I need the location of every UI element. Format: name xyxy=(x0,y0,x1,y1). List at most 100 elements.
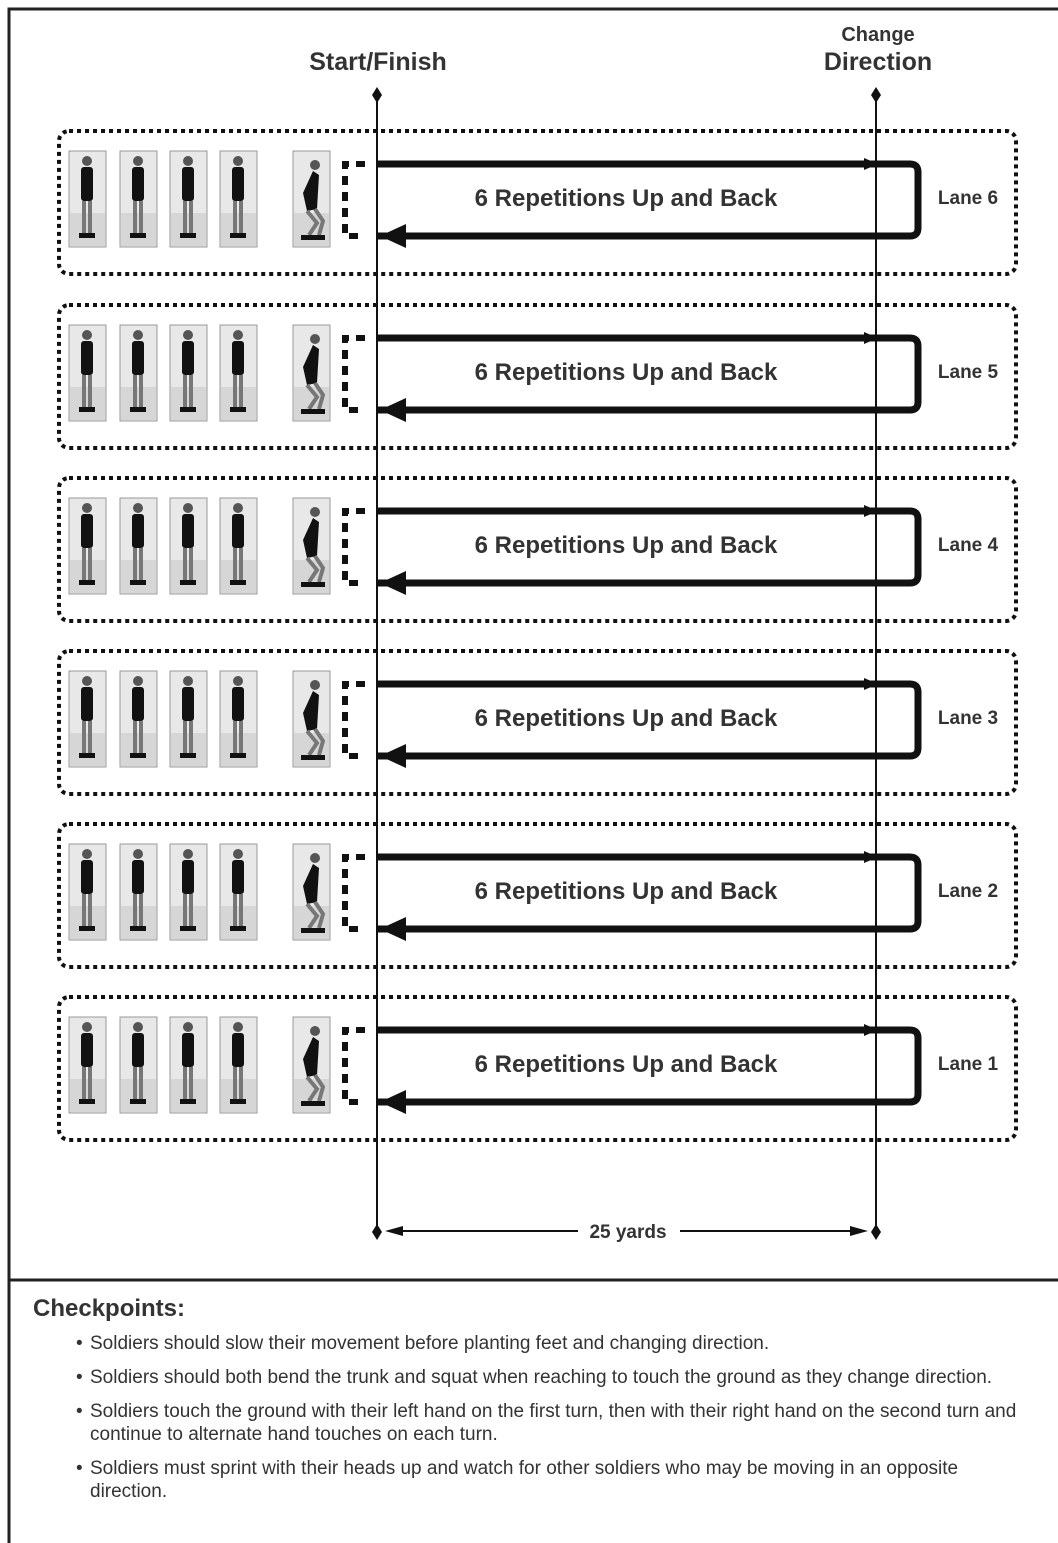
bullet-icon: • xyxy=(76,1333,83,1354)
lane-border xyxy=(57,303,1018,450)
bullet-icon: • xyxy=(76,1367,83,1388)
shoes xyxy=(130,1099,146,1104)
soldier-crouching-icon xyxy=(292,670,331,768)
leg xyxy=(133,548,137,580)
leg xyxy=(305,1075,320,1103)
head xyxy=(82,849,92,859)
head xyxy=(133,156,143,166)
soldier-standing-icon xyxy=(119,843,158,941)
direction-label: Direction xyxy=(823,48,933,76)
torso xyxy=(232,167,244,201)
leg xyxy=(233,1067,237,1099)
torso xyxy=(132,514,144,548)
checkpoint-text: Soldiers must sprint with their heads up… xyxy=(90,1458,959,1502)
leg xyxy=(183,894,187,926)
head xyxy=(310,1026,320,1036)
leg xyxy=(239,1067,243,1099)
lane-border xyxy=(57,822,1018,969)
head xyxy=(183,156,193,166)
shoes xyxy=(130,233,146,238)
line-end-diamond-icon xyxy=(871,87,881,103)
head xyxy=(233,849,243,859)
leg xyxy=(239,375,243,407)
leg xyxy=(183,721,187,753)
shoes xyxy=(79,407,95,412)
leg xyxy=(233,375,237,407)
checkpoint-item: •Soldiers should both bend the trunk and… xyxy=(76,1366,1026,1389)
shoes xyxy=(79,753,95,758)
leg xyxy=(313,554,326,583)
leg xyxy=(233,201,237,233)
leg xyxy=(82,1067,86,1099)
shoes xyxy=(180,926,196,931)
bullet-icon: • xyxy=(76,1458,83,1479)
torso xyxy=(182,1033,194,1067)
leg xyxy=(233,548,237,580)
line-end-diamond-icon xyxy=(372,87,382,103)
u-turn-path xyxy=(377,853,922,933)
checkpoint-item: •Soldiers should slow their movement bef… xyxy=(76,1332,1026,1355)
leg xyxy=(183,201,187,233)
soldier-crouching-icon xyxy=(292,497,331,595)
torso xyxy=(182,860,194,894)
head xyxy=(82,156,92,166)
torso xyxy=(182,341,194,375)
soldier-standing-icon xyxy=(119,497,158,595)
photo-floor xyxy=(221,560,256,593)
photo-floor xyxy=(171,213,206,246)
lane-instruction: 6 Repetitions Up and Back xyxy=(475,705,778,732)
start-dashed-bracket xyxy=(342,854,365,932)
leg xyxy=(305,383,320,411)
torso xyxy=(303,345,319,385)
photo-floor xyxy=(121,1079,156,1112)
soldier-standing-icon xyxy=(68,843,107,941)
photo-floor xyxy=(171,1079,206,1112)
shoes xyxy=(230,407,246,412)
torso xyxy=(182,687,194,721)
soldier-standing-icon xyxy=(68,324,107,422)
torso xyxy=(303,518,319,558)
shoes xyxy=(230,926,246,931)
soldier-standing-icon xyxy=(119,670,158,768)
leg xyxy=(133,201,137,233)
leg xyxy=(305,729,320,757)
u-turn-path xyxy=(377,1026,922,1106)
return-arrowhead xyxy=(380,744,406,768)
torso xyxy=(132,860,144,894)
soldier-standing-icon xyxy=(119,150,158,248)
torso xyxy=(182,167,194,201)
lane-instruction: 6 Repetitions Up and Back xyxy=(475,1051,778,1078)
soldier-standing-icon xyxy=(169,1016,208,1114)
torso xyxy=(132,341,144,375)
start-dashed-bracket xyxy=(342,335,365,413)
leg xyxy=(82,548,86,580)
head xyxy=(133,330,143,340)
photo-floor xyxy=(121,733,156,766)
head xyxy=(233,503,243,513)
soldier-standing-icon xyxy=(68,150,107,248)
lane-label: Lane 5 xyxy=(938,362,999,383)
head xyxy=(310,680,320,690)
head xyxy=(233,156,243,166)
soldier-standing-icon xyxy=(119,324,158,422)
start-dashed-bracket xyxy=(342,1027,365,1105)
return-arrowhead xyxy=(380,917,406,941)
photo-floor xyxy=(70,387,105,420)
distance-arrow-left-icon xyxy=(385,1226,403,1236)
torso xyxy=(232,341,244,375)
photo-floor xyxy=(70,213,105,246)
photo-floor xyxy=(171,560,206,593)
checkpoints-title: Checkpoints: xyxy=(33,1295,186,1322)
leg xyxy=(133,375,137,407)
soldier-standing-icon xyxy=(68,497,107,595)
shoes xyxy=(301,582,325,587)
torso xyxy=(81,860,93,894)
torso xyxy=(81,687,93,721)
leg xyxy=(139,1067,143,1099)
shoes xyxy=(79,580,95,585)
torso xyxy=(132,1033,144,1067)
photo-floor xyxy=(221,387,256,420)
